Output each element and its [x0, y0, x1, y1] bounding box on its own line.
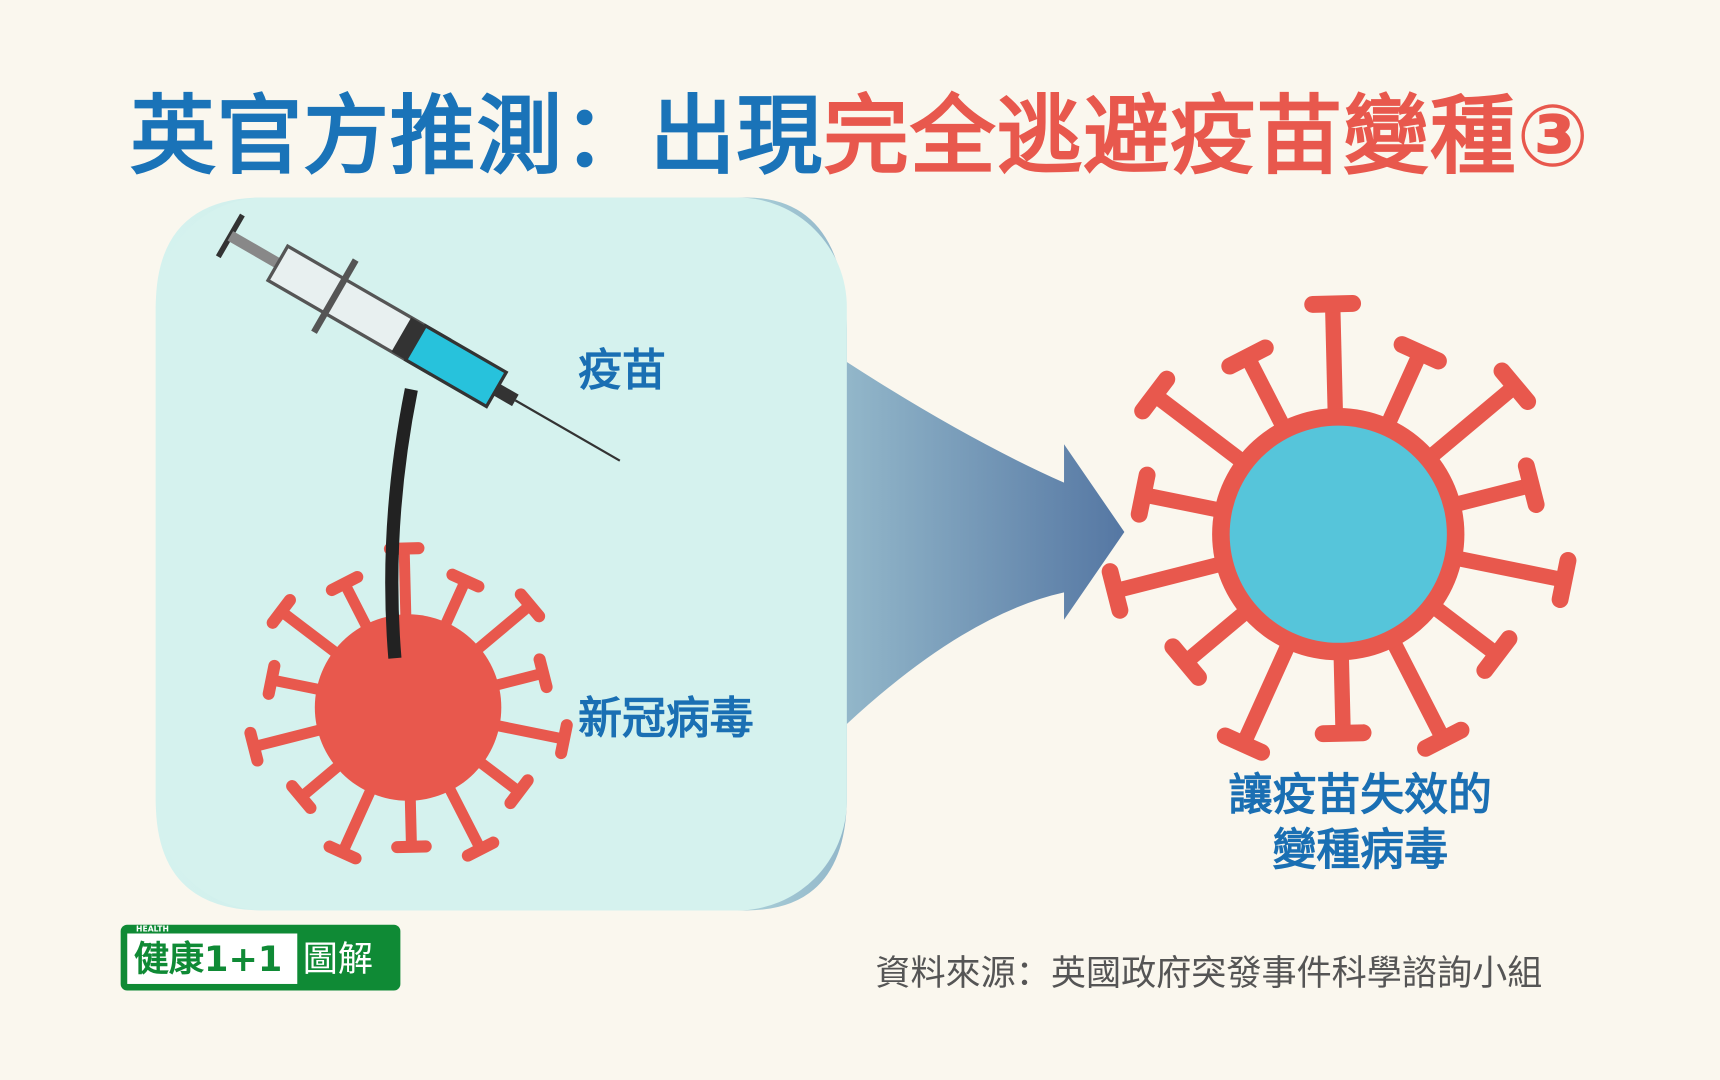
title-red: 完全逃避疫苗變種③	[823, 87, 1591, 187]
logo: HEALTH 健康1+1 圖解	[120, 924, 401, 991]
covid-label: 新冠病毒	[578, 693, 754, 744]
logo-main: 健康1+1	[127, 933, 298, 984]
syringe-icon	[215, 213, 621, 462]
variant-virus-icon	[1101, 294, 1577, 761]
source-note: 資料來源：英國政府突發事件科學諮詢小組	[875, 952, 1543, 994]
curved-arrow	[385, 388, 418, 659]
variant-label-line2: 變種病毒	[1272, 824, 1448, 876]
variant-label-line1: 讓疫苗失效的	[1228, 770, 1492, 821]
logo-sub: 圖解	[302, 937, 373, 980]
title-blue: 英官方推測：出現	[129, 87, 824, 187]
vaccine-label: 疫苗	[578, 345, 666, 396]
page-title: 英官方推測：出現完全逃避疫苗變種③	[0, 68, 1720, 191]
logo-tag: HEALTH	[136, 924, 169, 934]
variant-label: 讓疫苗失效的 變種病毒	[1207, 768, 1514, 878]
